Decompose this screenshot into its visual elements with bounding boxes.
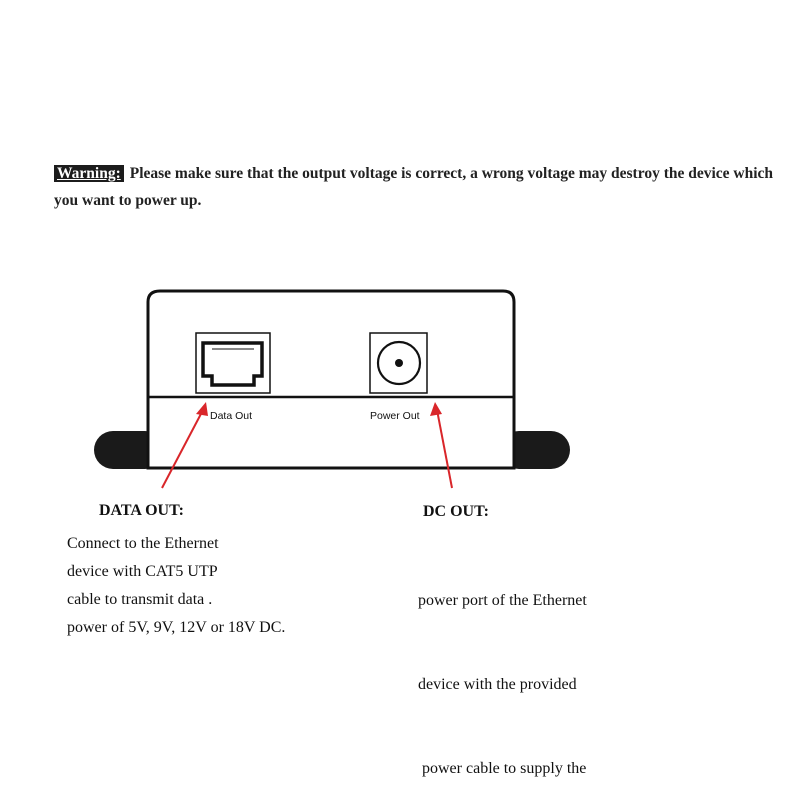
dc-out-line: device with the provided bbox=[418, 676, 577, 693]
data-out-port-label: Data Out bbox=[210, 410, 253, 422]
dc-out-line: power cable to supply the bbox=[418, 760, 587, 777]
warning-note: Warning:Please make sure that the output… bbox=[54, 160, 778, 214]
data-out-description: Connect to the Ethernet device with CAT5… bbox=[67, 530, 285, 642]
power-out-port-label: Power Out bbox=[370, 410, 420, 422]
dc-out-heading: DC OUT: bbox=[423, 503, 489, 520]
data-out-line: cable to transmit data . bbox=[67, 591, 213, 608]
dc-power-jack-icon bbox=[369, 332, 428, 394]
warning-text: Please make sure that the output voltage… bbox=[54, 165, 774, 209]
rj45-port-icon bbox=[195, 332, 271, 394]
warning-label: Warning: bbox=[54, 165, 124, 182]
right-mounting-foot bbox=[500, 431, 570, 469]
data-out-line: device with CAT5 UTP bbox=[67, 563, 218, 580]
dc-out-line: power port of the Ethernet bbox=[418, 592, 587, 609]
data-out-line: power of 5V, 9V, 12V or 18V DC. bbox=[67, 619, 286, 636]
dc-out-description: power port of the Ethernet device with t… bbox=[418, 531, 587, 811]
power-out-arrow bbox=[430, 402, 453, 489]
data-out-line: Connect to the Ethernet bbox=[67, 535, 219, 552]
data-out-heading: DATA OUT: bbox=[99, 502, 184, 519]
data-out-arrow bbox=[161, 402, 208, 489]
